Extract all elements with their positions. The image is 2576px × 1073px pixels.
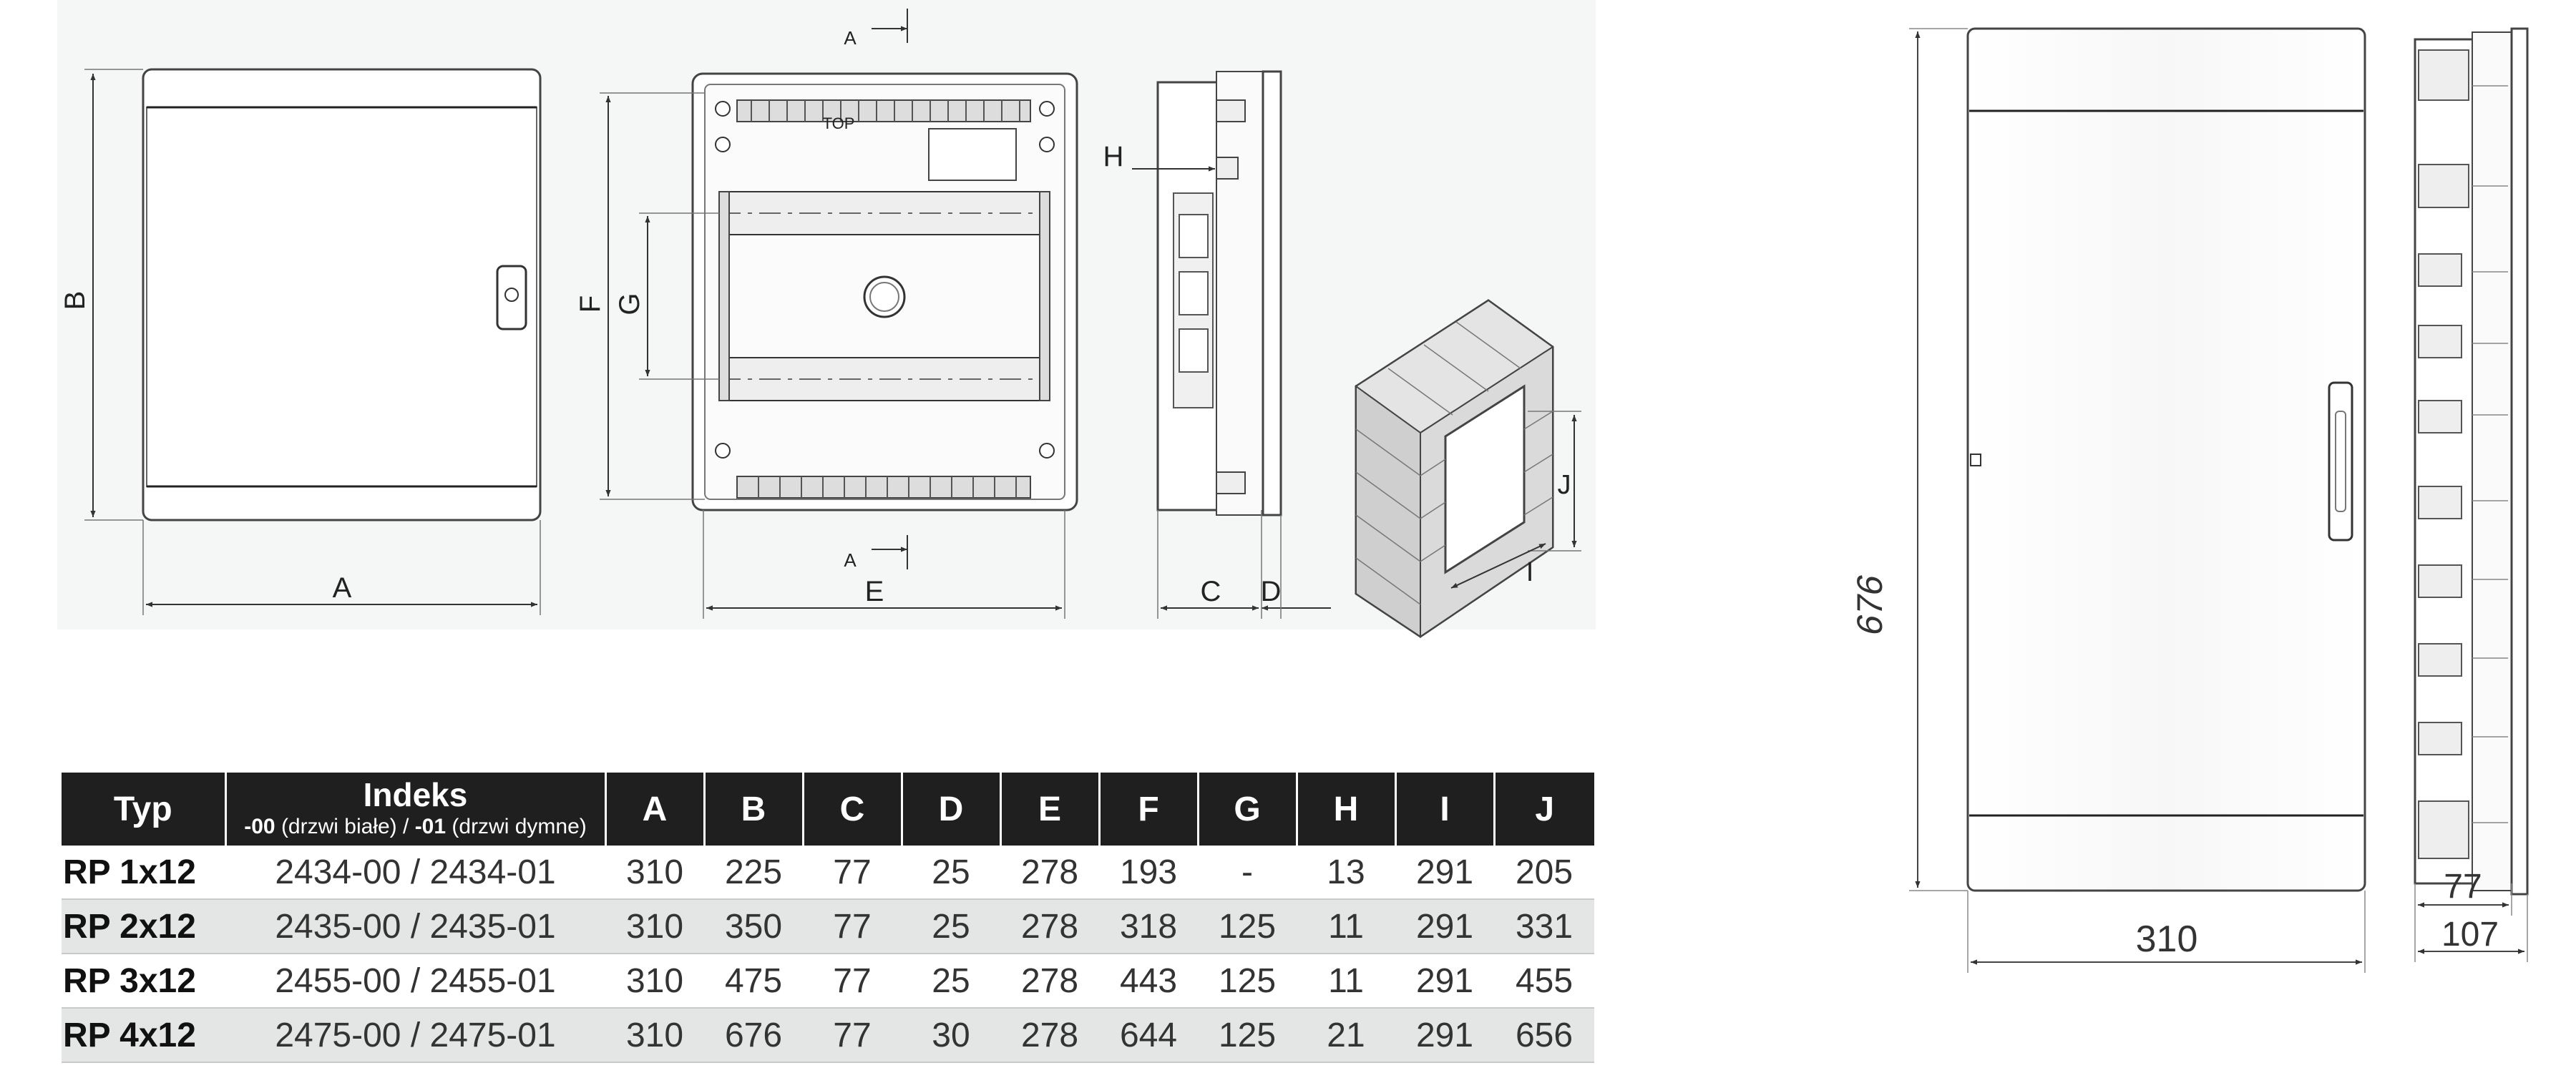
table-header-row: Typ Indeks -00 (drzwi białe) / -01 (drzw… — [62, 773, 1594, 846]
dim-label-b: B — [59, 291, 91, 310]
cell-value: 77 — [803, 954, 902, 1009]
header-col: B — [703, 773, 803, 846]
door-handle-icon — [496, 265, 527, 330]
cell-value: 193 — [1099, 846, 1198, 900]
table-row: RP 3x12 2455-00 / 2455-01 310 475 77 25 … — [62, 954, 1594, 1009]
cell-typ: RP 2x12 — [62, 899, 225, 954]
dimension-depth-inner-label: 77 — [2444, 868, 2482, 906]
cell-value: 205 — [1494, 846, 1594, 900]
cell-value: 125 — [1198, 954, 1297, 1009]
cell-value: 310 — [605, 899, 704, 954]
table-row: RP 1x12 2434-00 / 2434-01 310 225 77 25 … — [62, 846, 1594, 900]
side-view-drawing — [1132, 70, 1331, 619]
cell-value: 25 — [902, 899, 1000, 954]
dimension-side-drawing — [2414, 27, 2529, 962]
cell-value: 77 — [803, 846, 902, 900]
cell-value: 291 — [1395, 899, 1494, 954]
cell-value: 644 — [1099, 1008, 1198, 1063]
cell-value: 310 — [605, 846, 704, 900]
cell-typ: RP 4x12 — [62, 1008, 225, 1063]
cell-typ: RP 1x12 — [62, 846, 225, 900]
cell-value: 21 — [1297, 1008, 1395, 1063]
table-row: RP 2x12 2435-00 / 2435-01 310 350 77 25 … — [62, 899, 1594, 954]
spec-table: Typ Indeks -00 (drzwi białe) / -01 (drzw… — [62, 773, 1594, 1063]
cell-indeks: 2435-00 / 2435-01 — [225, 899, 605, 954]
cell-indeks: 2475-00 / 2475-01 — [225, 1008, 605, 1063]
mounting-frame-drawing — [1355, 299, 1581, 638]
cell-typ: RP 3x12 — [62, 954, 225, 1009]
cell-value: 125 — [1198, 899, 1297, 954]
cell-value: 225 — [704, 846, 803, 900]
cell-value: 350 — [704, 899, 803, 954]
cell-value: 278 — [1000, 954, 1099, 1009]
header-indeks-subtitle: -00 (drzwi białe) / -01 (drzwi dymne) — [244, 815, 587, 838]
dim-label-h: H — [1103, 141, 1124, 172]
header-col: C — [801, 773, 902, 846]
header-col: H — [1295, 773, 1395, 846]
cell-value: 77 — [803, 1008, 902, 1063]
header-col: A — [604, 773, 704, 846]
table-row: RP 4x12 2475-00 / 2475-01 310 676 77 30 … — [62, 1008, 1594, 1063]
header-col: D — [900, 773, 1000, 846]
cell-value: 318 — [1099, 899, 1198, 954]
cell-indeks: 2434-00 / 2434-01 — [225, 846, 605, 900]
header-col: I — [1394, 773, 1494, 846]
cell-indeks: 2455-00 / 2455-01 — [225, 954, 605, 1009]
header-col: E — [999, 773, 1099, 846]
cell-value: 676 — [704, 1008, 803, 1063]
cell-value: 278 — [1000, 899, 1099, 954]
cell-value: 291 — [1395, 954, 1494, 1009]
cell-value: 278 — [1000, 846, 1099, 900]
dim-label-i: I — [1526, 557, 1534, 587]
header-col: J — [1493, 773, 1594, 846]
front-view-drawing — [84, 68, 542, 615]
dimension-height-label: 676 — [1850, 570, 1890, 638]
header-col: G — [1196, 773, 1297, 846]
dimension-width-label: 310 — [2136, 918, 2198, 960]
cell-value: - — [1198, 846, 1297, 900]
cell-value: 310 — [605, 954, 704, 1009]
top-orientation-mark: TOP — [823, 114, 855, 132]
header-indeks: Indeks -00 (drzwi białe) / -01 (drzwi dy… — [224, 773, 605, 846]
dim-label-c: C — [1201, 576, 1221, 607]
cell-value: 310 — [605, 1008, 704, 1063]
cell-value: 278 — [1000, 1008, 1099, 1063]
dim-label-g: G — [614, 293, 645, 315]
section-marker-top: A — [844, 27, 857, 49]
dimension-depth-outer-label: 107 — [2441, 916, 2499, 954]
cell-value: 656 — [1494, 1008, 1594, 1063]
door-handle-icon — [2328, 381, 2353, 542]
cell-value: 455 — [1494, 954, 1594, 1009]
dim-label-f: F — [575, 295, 606, 313]
cell-value: 125 — [1198, 1008, 1297, 1063]
interior-view-drawing — [600, 9, 1078, 619]
cell-value: 11 — [1297, 899, 1395, 954]
dimension-front-drawing — [1909, 27, 2366, 973]
cell-value: 475 — [704, 954, 803, 1009]
cell-value: 13 — [1297, 846, 1395, 900]
cell-value: 291 — [1395, 846, 1494, 900]
dim-label-j: J — [1558, 470, 1571, 500]
cell-value: 11 — [1297, 954, 1395, 1009]
cell-value: 25 — [902, 954, 1000, 1009]
cell-value: 443 — [1099, 954, 1198, 1009]
dim-label-a: A — [333, 572, 352, 604]
header-indeks-title: Indeks — [363, 776, 468, 813]
cell-value: 30 — [902, 1008, 1000, 1063]
header-typ: Typ — [62, 773, 225, 846]
cell-value: 291 — [1395, 1008, 1494, 1063]
cell-value: 25 — [902, 846, 1000, 900]
header-col: F — [1098, 773, 1198, 846]
section-marker-bottom: A — [844, 549, 857, 571]
cell-value: 331 — [1494, 899, 1594, 954]
dim-label-e: E — [865, 576, 884, 607]
dim-label-d: D — [1261, 576, 1282, 607]
cell-value: 77 — [803, 899, 902, 954]
